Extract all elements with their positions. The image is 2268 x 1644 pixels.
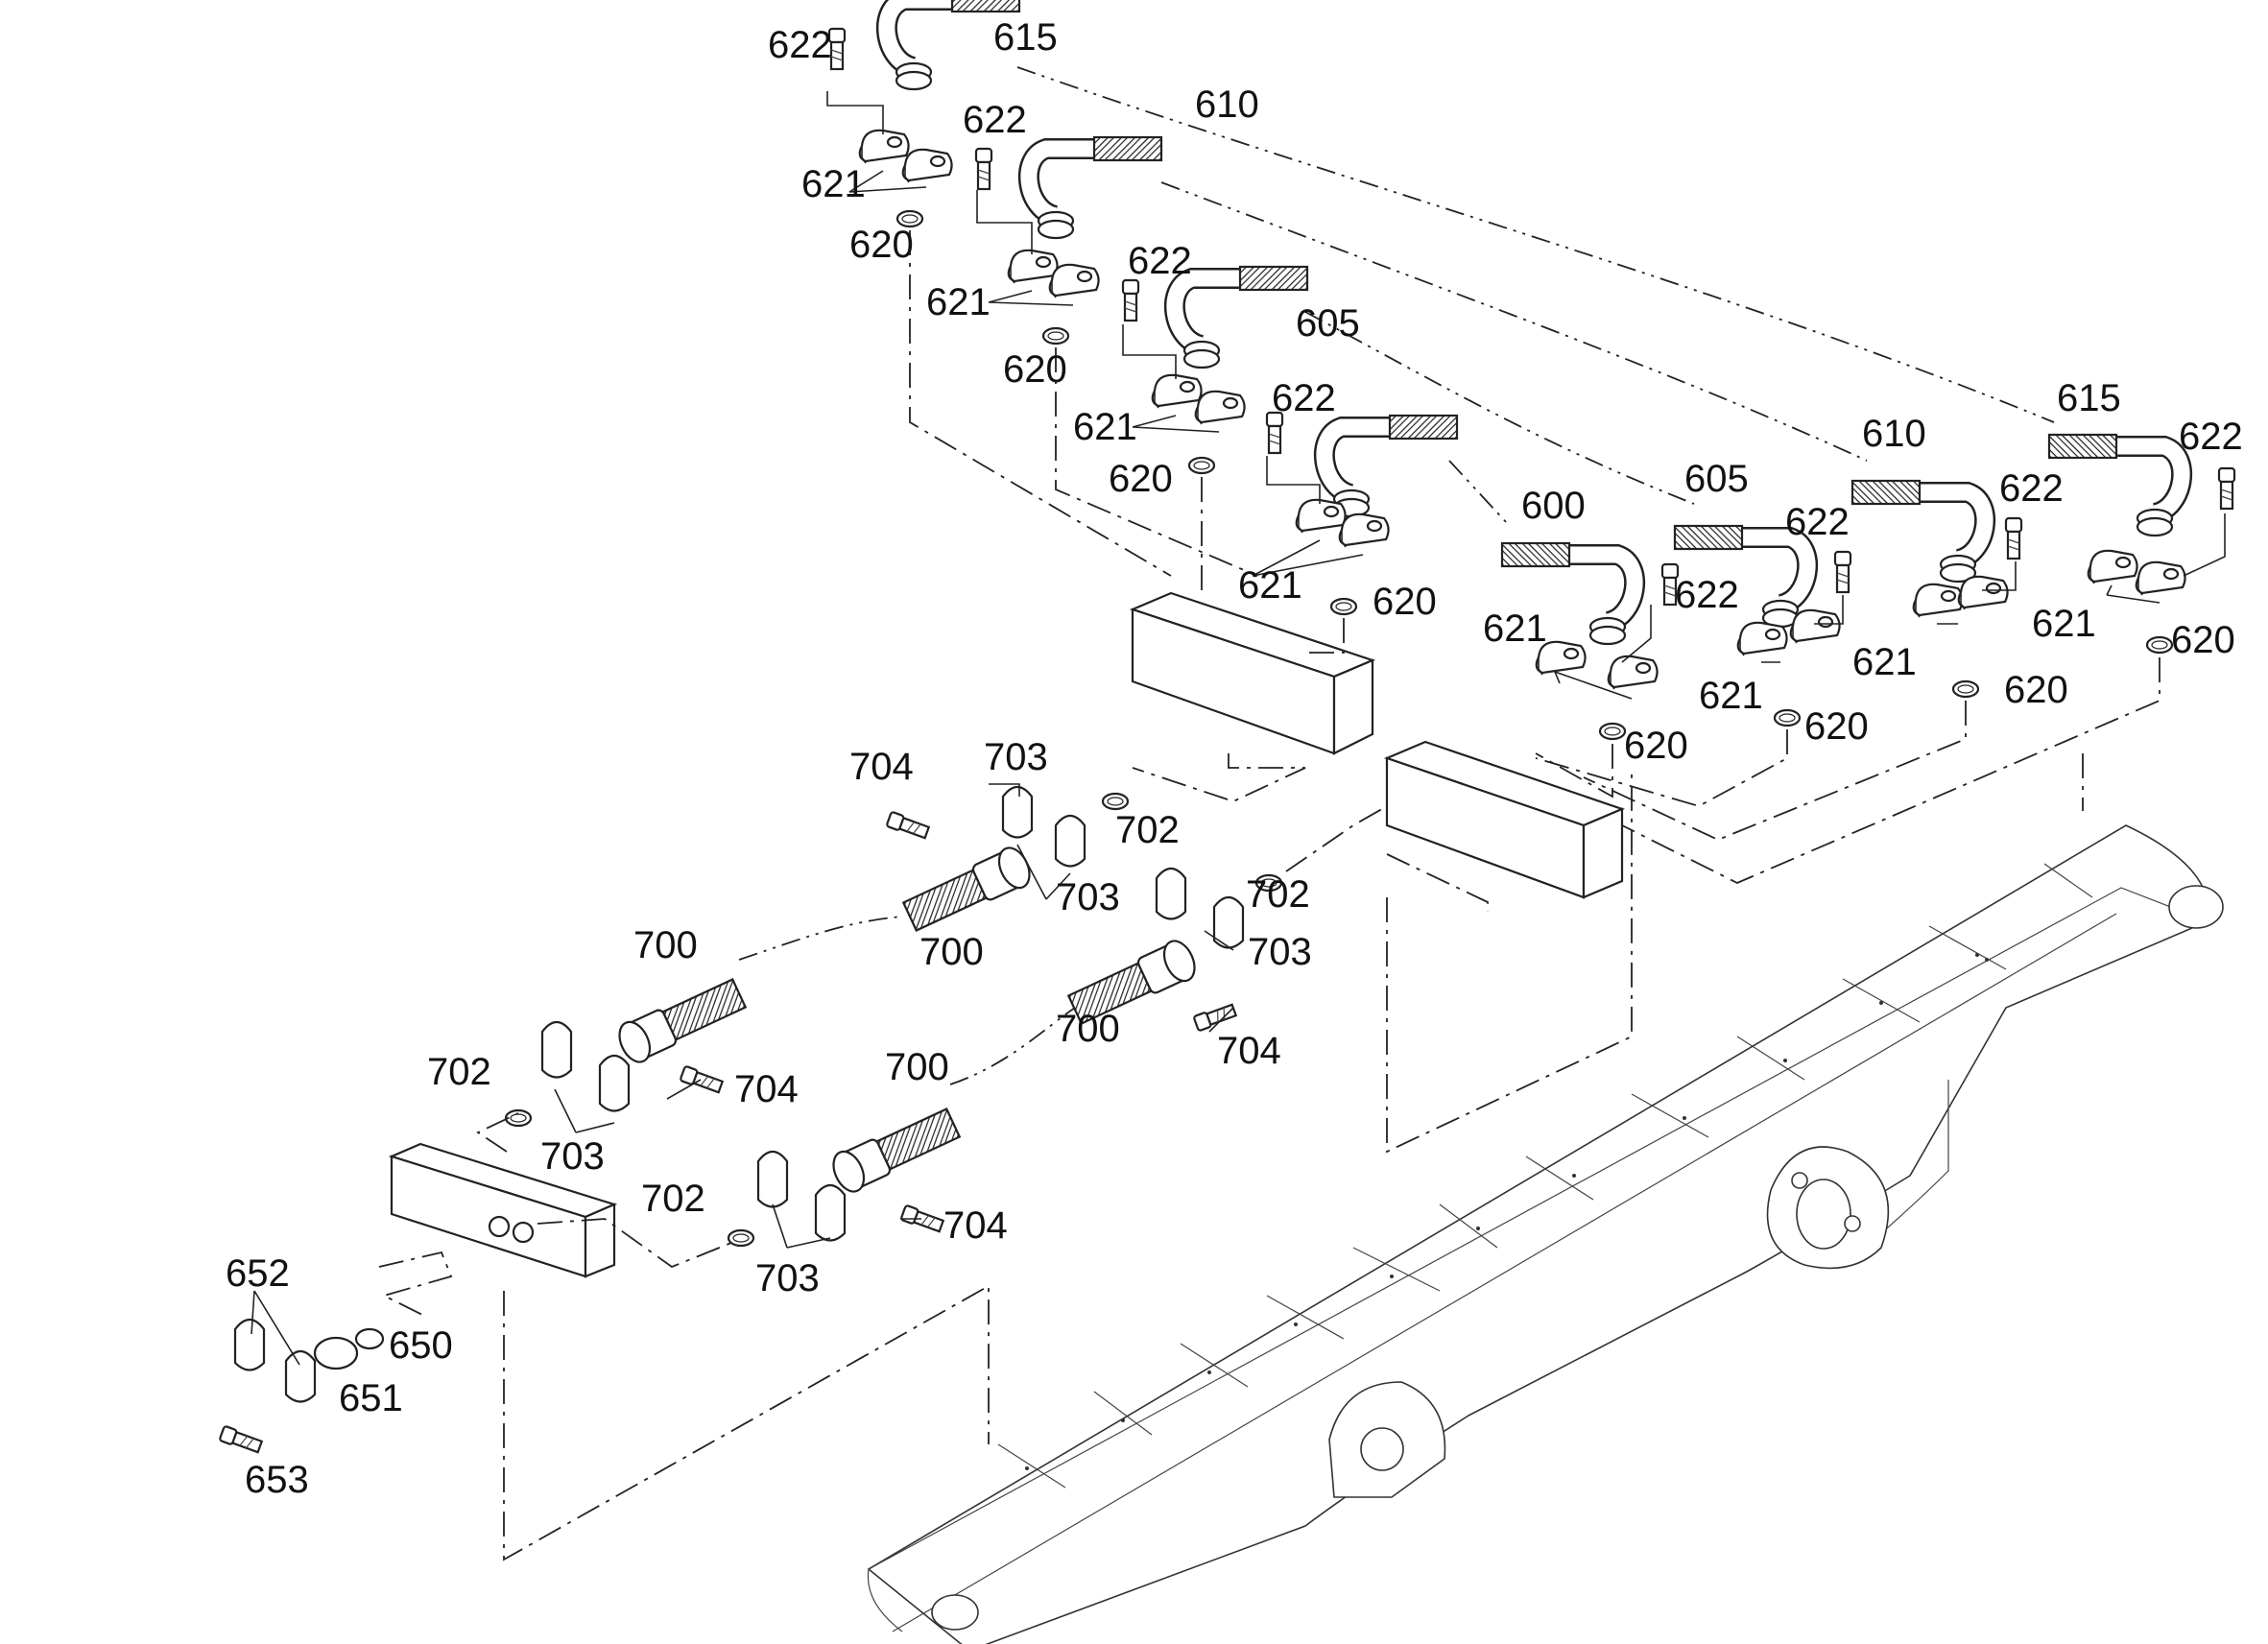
- seal-650-651: [313, 1327, 385, 1370]
- part-label-703: 703: [1056, 876, 1120, 918]
- part-label-620: 620: [2004, 669, 2068, 711]
- leader-lines: [251, 91, 2226, 1366]
- part-label-600: 600: [1521, 485, 1586, 527]
- hose-600-top: [1325, 416, 1457, 516]
- hose-700-upper-b: [1066, 940, 1196, 1025]
- oring-702: [504, 792, 1283, 1248]
- part-label-703: 703: [1248, 931, 1312, 973]
- part-label-622: 622: [1675, 574, 1739, 616]
- part-label-622: 622: [768, 24, 832, 66]
- valve-block-upper: [1129, 591, 1376, 755]
- part-label-622: 622: [1999, 467, 2064, 510]
- part-label-703: 703: [540, 1135, 605, 1178]
- part-label-700: 700: [1056, 1008, 1120, 1050]
- part-label-621: 621: [1483, 608, 1547, 650]
- part-label-652: 652: [226, 1252, 290, 1295]
- part-label-621: 621: [926, 281, 991, 323]
- part-label-622: 622: [2179, 416, 2243, 458]
- hose-605-top: [1175, 267, 1307, 368]
- part-label-605: 605: [1684, 458, 1749, 500]
- part-label-620: 620: [1624, 725, 1688, 767]
- part-label-621: 621: [1073, 406, 1137, 448]
- part-label-700: 700: [633, 924, 698, 966]
- part-label-622: 622: [963, 99, 1027, 141]
- part-label-605: 605: [1296, 302, 1360, 345]
- part-label-702: 702: [427, 1051, 491, 1093]
- part-label-622: 622: [1785, 501, 1850, 543]
- part-label-620: 620: [1373, 581, 1437, 623]
- part-label-702: 702: [641, 1178, 705, 1220]
- part-label-622: 622: [1272, 377, 1336, 419]
- part-label-620: 620: [1109, 458, 1173, 500]
- hose-700-lower-b: [832, 1108, 962, 1193]
- part-label-621: 621: [2032, 603, 2096, 645]
- part-label-653: 653: [245, 1459, 309, 1501]
- hose-615-right: [2049, 435, 2182, 536]
- part-label-620: 620: [2171, 619, 2235, 661]
- part-label-610: 610: [1195, 83, 1259, 126]
- hose-605-run: [1304, 311, 1695, 505]
- part-label-615: 615: [2057, 377, 2121, 419]
- part-label-622: 622: [1128, 240, 1192, 282]
- hose-600-run: [1448, 460, 1508, 524]
- hose-610-right: [1852, 481, 1985, 582]
- hose-700-run-b: [949, 1007, 1076, 1085]
- part-label-620: 620: [1003, 348, 1067, 391]
- part-label-700: 700: [919, 931, 984, 973]
- hose-615-run: [1016, 66, 2055, 423]
- part-label-620: 620: [1804, 705, 1869, 748]
- hose-700-run-a: [738, 916, 903, 961]
- boom-arm: [867, 824, 2224, 1644]
- part-label-651: 651: [339, 1377, 403, 1419]
- part-label-621: 621: [801, 163, 866, 205]
- part-label-704: 704: [734, 1068, 799, 1110]
- part-label-610: 610: [1862, 413, 1926, 455]
- part-label-700: 700: [885, 1046, 949, 1088]
- hose-700-lower-a: [618, 978, 748, 1063]
- valve-block-lower: [1383, 740, 1626, 899]
- part-label-620: 620: [849, 224, 914, 266]
- part-label-702: 702: [1115, 809, 1180, 851]
- hose-700-upper-a: [901, 846, 1031, 932]
- part-label-704: 704: [943, 1204, 1008, 1247]
- part-label-621: 621: [1238, 564, 1302, 607]
- flange-703: [233, 785, 1245, 1403]
- part-label-704: 704: [849, 746, 914, 788]
- hose-610-top: [1029, 137, 1161, 238]
- part-label-650: 650: [389, 1324, 453, 1367]
- part-label-704: 704: [1217, 1030, 1281, 1072]
- part-label-621: 621: [1699, 675, 1763, 717]
- assembly-lines: [378, 230, 2161, 1561]
- part-label-621: 621: [1852, 641, 1917, 683]
- valve-block-base: [388, 1142, 618, 1278]
- part-label-703: 703: [755, 1257, 820, 1299]
- part-label-702: 702: [1246, 873, 1310, 916]
- part-label-703: 703: [984, 736, 1048, 778]
- hose-610-run: [1160, 181, 1868, 462]
- part-label-615: 615: [993, 16, 1058, 59]
